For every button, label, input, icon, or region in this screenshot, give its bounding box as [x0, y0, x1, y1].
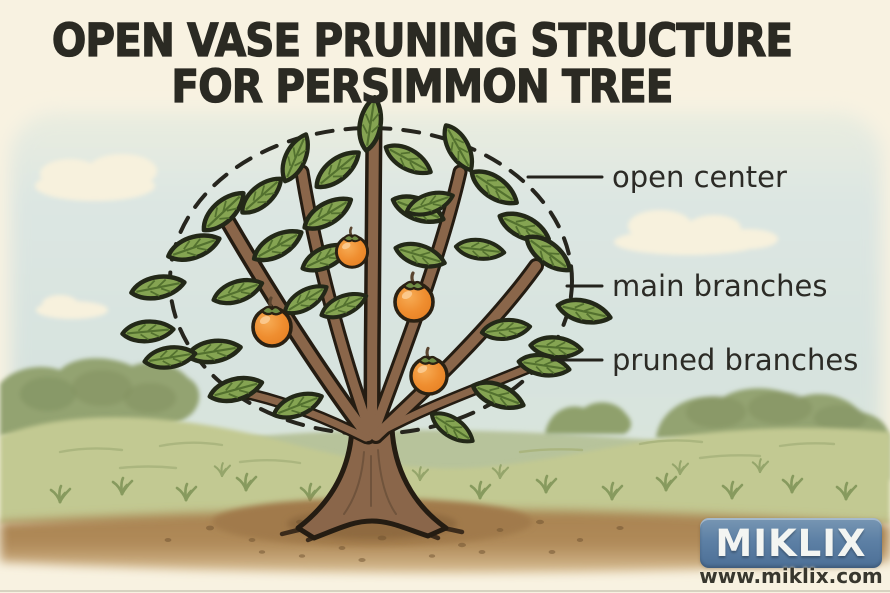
bottom-edge	[0, 590, 890, 592]
page-title: OPEN VASE PRUNING STRUCTURE FOR PERSIMMO…	[42, 14, 802, 113]
clouds	[35, 154, 778, 319]
title-line-2: FOR PERSIMMON TREE	[171, 60, 674, 113]
persimmon-tree	[122, 95, 613, 543]
title-line-1: OPEN VASE PRUNING STRUCTURE	[51, 14, 793, 67]
label-open-center: open center	[612, 160, 787, 194]
label-main-branches: main branches	[612, 269, 828, 303]
grass-field	[0, 417, 890, 524]
bushes	[0, 358, 888, 438]
bark-lines	[343, 449, 397, 515]
label-pruned-branches: pruned branches	[612, 343, 859, 377]
miklix-logo: MIKLIX	[700, 518, 882, 568]
logo-text: MIKLIX	[715, 521, 867, 565]
website-url: www.miklix.com	[699, 564, 883, 588]
callout-lines	[526, 175, 604, 362]
